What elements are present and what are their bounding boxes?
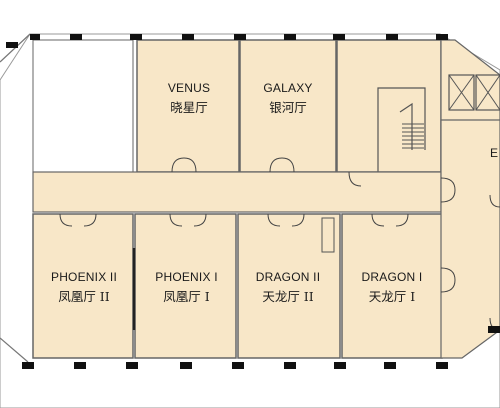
room-dragon-1[interactable] xyxy=(341,213,443,359)
room-phoenix-1[interactable] xyxy=(134,213,237,359)
pillar-block xyxy=(321,217,335,253)
label-phoenix-1: PHOENIX I 凤凰厅 I xyxy=(136,268,237,306)
label-dragon-1: DRAGON I 天龙厅 I xyxy=(342,268,442,306)
room-dragon-2[interactable] xyxy=(237,213,341,359)
phoenix-2-name-cn: 凤凰厅 II xyxy=(58,289,110,304)
room-partial-e[interactable] xyxy=(440,119,500,359)
label-galaxy: GALAXY 银河厅 xyxy=(240,79,336,117)
venus-name-cn: 晓星厅 xyxy=(170,100,208,115)
dragon-2-name-cn: 天龙厅 II xyxy=(262,289,314,304)
label-venus: VENUS 晓星厅 xyxy=(138,79,240,117)
open-area xyxy=(32,39,134,173)
label-partial-e: E xyxy=(490,144,500,163)
staircase xyxy=(377,87,426,172)
dragon-1-name-cn: 天龙厅 I xyxy=(368,289,416,304)
stair-steps xyxy=(402,123,424,149)
venus-name-en: VENUS xyxy=(167,81,211,95)
phoenix-1-name-en: PHOENIX I xyxy=(155,270,218,284)
left-angled-wall xyxy=(0,33,31,363)
galaxy-name-en: GALAXY xyxy=(263,81,313,95)
room-galaxy[interactable] xyxy=(239,39,337,173)
dragon-1-name-en: DRAGON I xyxy=(361,270,423,284)
structural-columns xyxy=(6,34,500,369)
label-phoenix-2: PHOENIX II 凤凰厅 II xyxy=(34,268,134,306)
phoenix-2-name-en: PHOENIX II xyxy=(50,270,117,284)
phoenix-1-name-cn: 凤凰厅 I xyxy=(163,289,210,304)
room-phoenix-2[interactable] xyxy=(32,213,134,359)
label-dragon-2: DRAGON II 天龙厅 II xyxy=(238,268,338,306)
galaxy-name-cn: 银河厅 xyxy=(269,100,307,115)
partial-e-text: E xyxy=(490,146,499,160)
corridor xyxy=(32,171,442,213)
dragon-2-name-en: DRAGON II xyxy=(255,270,321,284)
